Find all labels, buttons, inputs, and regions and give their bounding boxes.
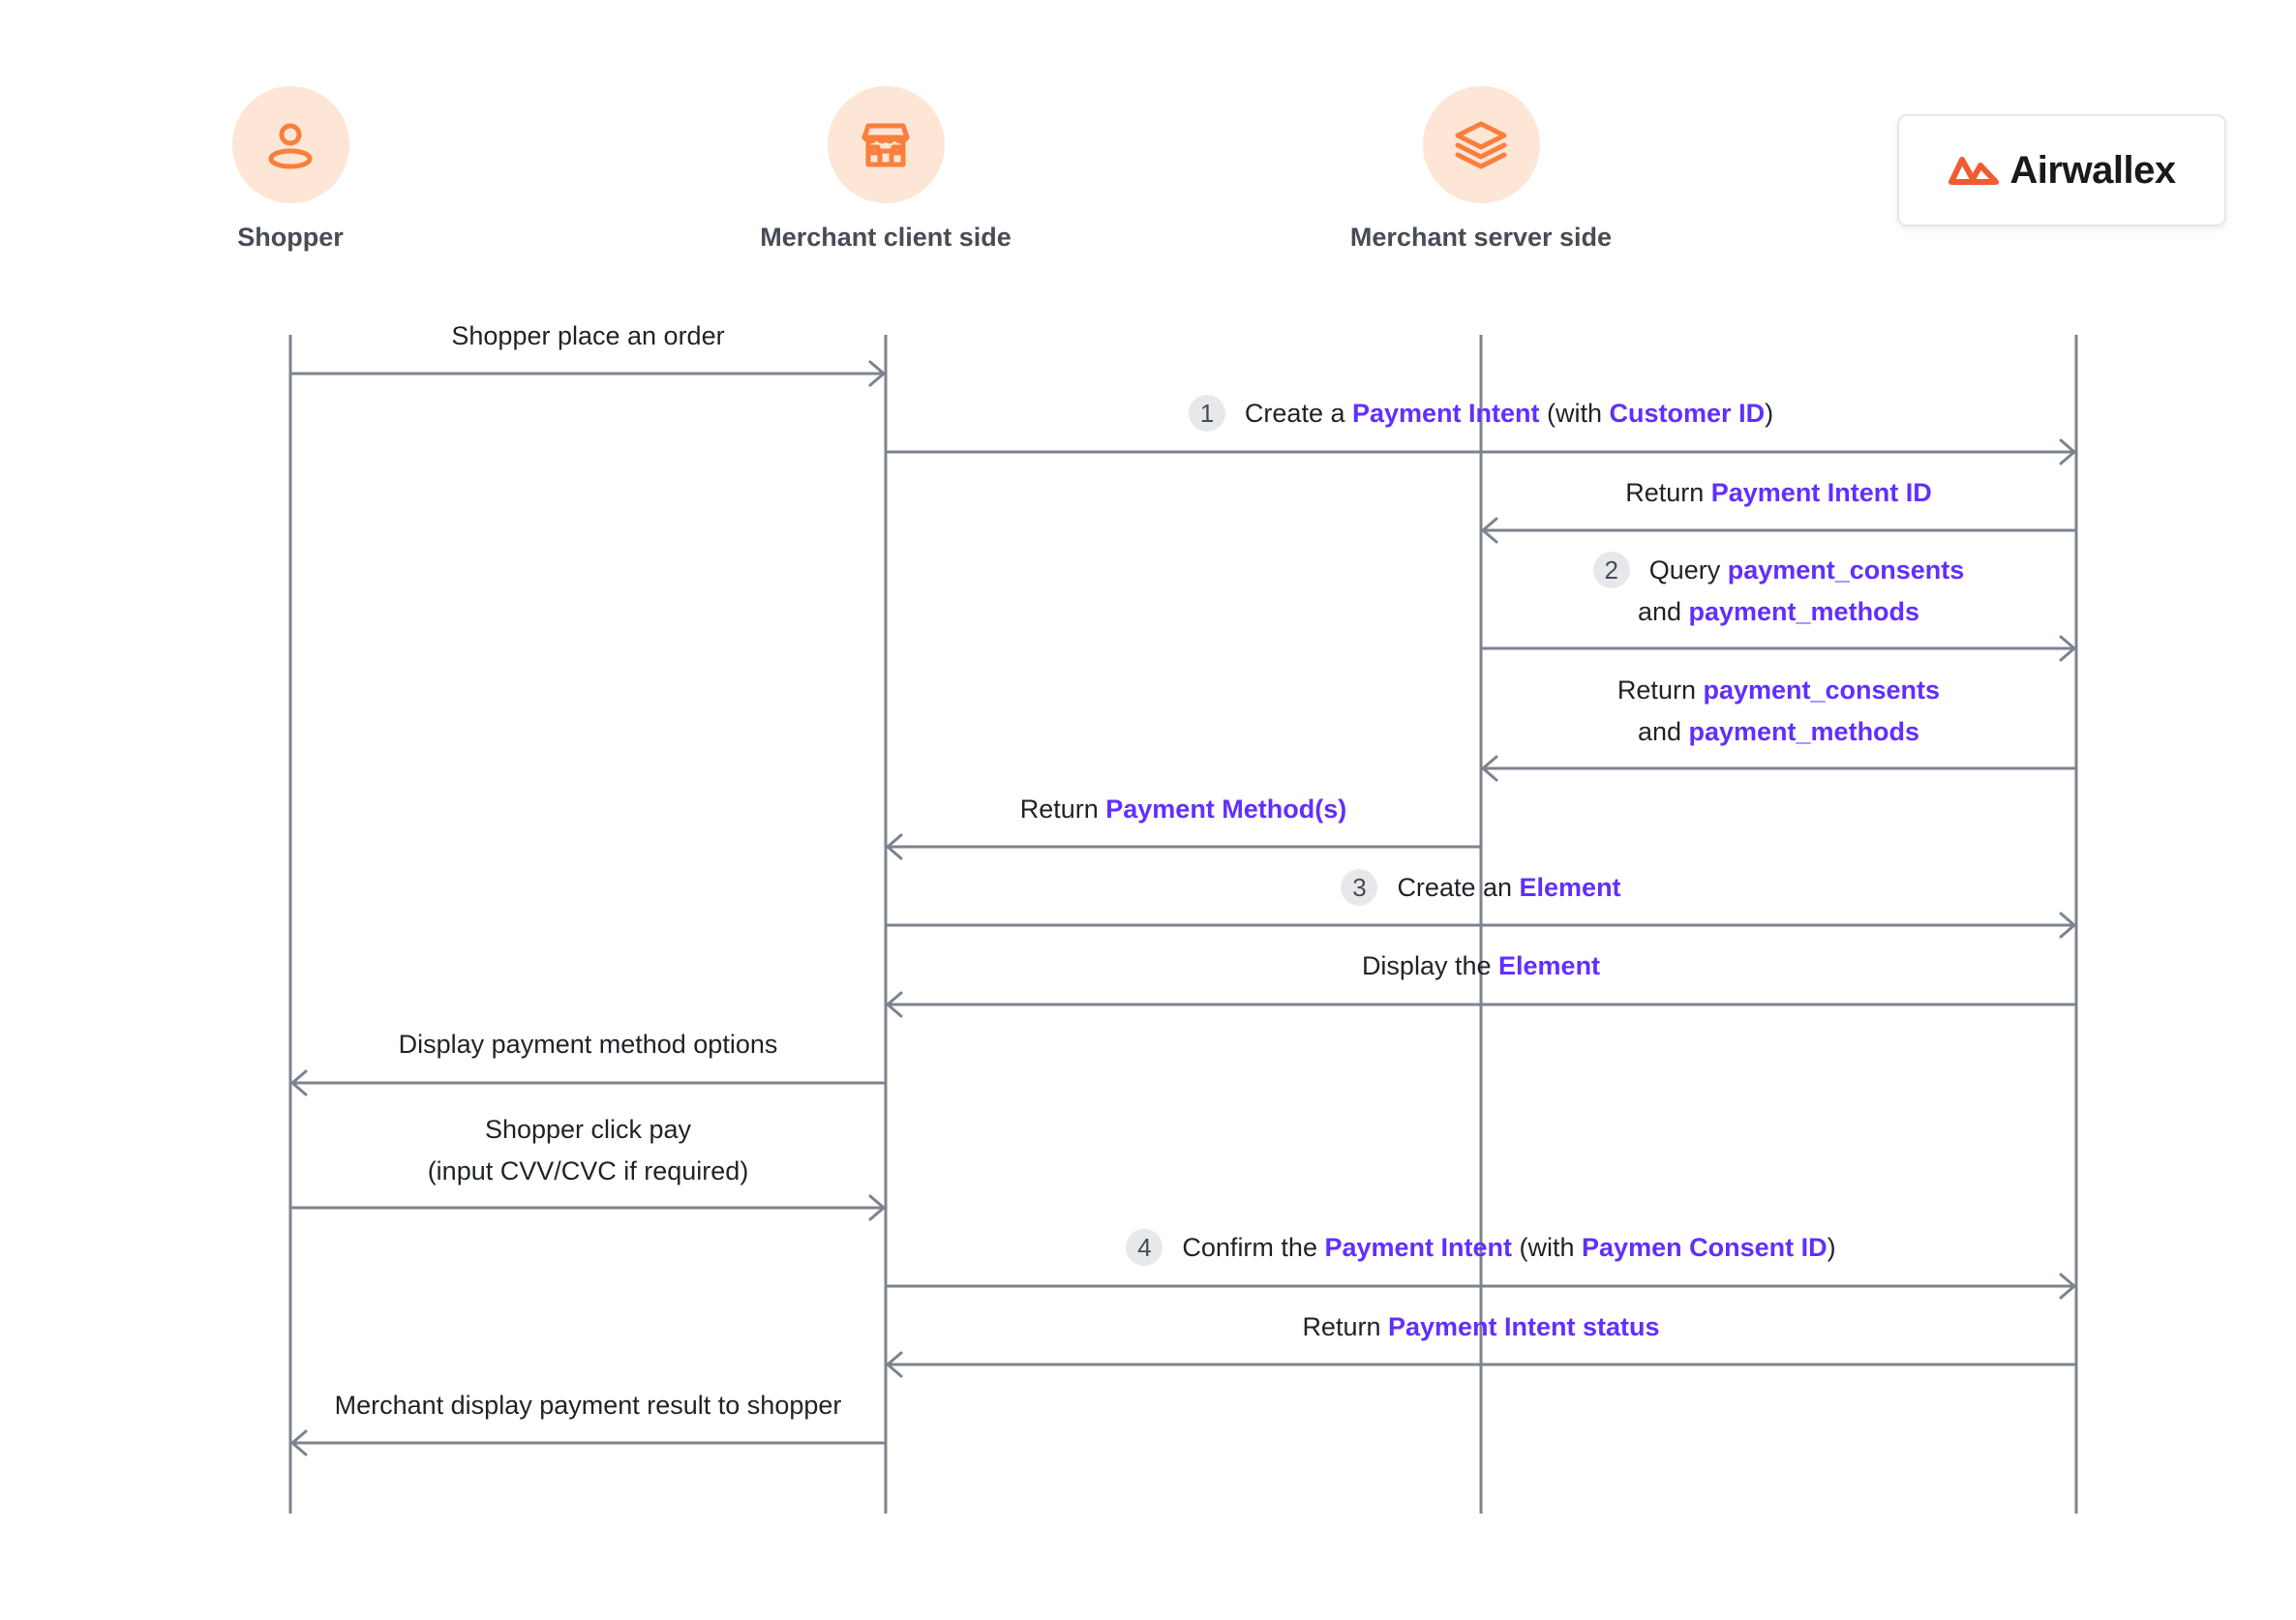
store-icon (861, 123, 910, 166)
highlighted-term: Element (1519, 873, 1621, 902)
message-text: Create a (1244, 399, 1352, 428)
message-line: Return Payment Intent status (886, 1306, 2076, 1348)
highlighted-term: Payment Intent (1351, 399, 1540, 428)
message-label: 1 Create a Payment Intent (with Customer … (886, 393, 2076, 435)
highlighted-term: Payment Intent ID (1710, 478, 1932, 507)
message-text: Shopper place an order (451, 321, 725, 350)
message-text: and (1637, 717, 1689, 746)
arrowhead-icon (2059, 1273, 2076, 1300)
actor-merchant-server: Merchant server side (1239, 86, 1723, 253)
arrowhead-icon (886, 991, 903, 1018)
message-line: Shopper click pay (290, 1109, 886, 1151)
highlighted-term: Payment Method(s) (1105, 795, 1347, 824)
step-number-badge: 3 (1341, 869, 1378, 906)
message-text: Return (1625, 478, 1711, 507)
message-label: 3 Create an Element (886, 867, 2076, 909)
arrowhead-icon (2059, 635, 2076, 662)
arrowhead-icon (886, 833, 903, 860)
arrowhead-icon (290, 1069, 308, 1096)
merchant-client-avatar (827, 86, 945, 203)
message-text: (with (1539, 399, 1610, 428)
message-text: Return (1302, 1312, 1388, 1341)
user-icon (268, 123, 313, 168)
message-label: Return Payment Intent status (886, 1306, 2076, 1348)
highlighted-term: payment_methods (1688, 717, 1920, 746)
actor-shopper: Shopper (48, 86, 532, 253)
arrowhead-icon (2059, 912, 2076, 939)
arrowhead-icon (868, 1194, 886, 1221)
actor-label-merchant-client: Merchant client side (760, 223, 1012, 252)
airwallex-wordmark: Airwallex (2009, 148, 2176, 192)
message-line: Merchant display payment result to shopp… (290, 1385, 886, 1426)
message-line: 1 Create a Payment Intent (with Customer … (886, 393, 2076, 435)
message-line: Return Payment Intent ID (1481, 472, 2076, 514)
step-number-badge: 1 (1188, 395, 1225, 432)
message-text: Return (1616, 675, 1704, 705)
actor-label-merchant-server: Merchant server side (1349, 223, 1613, 252)
highlighted-term: payment_methods (1688, 597, 1920, 626)
message-text: ) (1827, 1233, 1836, 1262)
message-line: Return payment_consents (1481, 670, 2076, 711)
message-line: Display payment method options (290, 1024, 886, 1065)
message-line: (input CVV/CVC if required) (290, 1151, 886, 1192)
message-label: Merchant display payment result to shopp… (290, 1385, 886, 1426)
message-text: Return (1019, 795, 1106, 824)
message-line: 3 Create an Element (886, 867, 2076, 909)
arrowhead-icon (290, 1429, 308, 1456)
arrowhead-icon (1481, 755, 1498, 782)
message-line: and payment_methods (1481, 711, 2076, 753)
message-line: and payment_methods (1481, 591, 2076, 633)
layers-icon (1455, 121, 1507, 168)
message-text: and (1637, 597, 1689, 626)
arrowhead-icon (1481, 517, 1498, 544)
message-text: Merchant display payment result to shopp… (334, 1391, 842, 1420)
highlighted-term: Paymen Consent ID (1582, 1233, 1828, 1262)
message-label: Shopper click pay (input CVV/CVC if requi… (290, 1109, 886, 1192)
message-label: Return Payment Intent ID (1481, 472, 2076, 514)
message-text: Shopper click pay (484, 1115, 692, 1144)
highlighted-term: payment_consents (1703, 675, 1941, 705)
message-label: 4 Confirm the Payment Intent (with Paymen… (886, 1227, 2076, 1269)
actor-label-shopper: Shopper (237, 223, 344, 252)
highlighted-term: Payment Intent (1324, 1233, 1513, 1262)
highlighted-term: Customer ID (1609, 399, 1766, 428)
message-label: Return Payment Method(s) (886, 789, 1481, 830)
message-text: (with (1512, 1233, 1583, 1262)
merchant-server-avatar (1422, 86, 1540, 203)
message-label: Display payment method options (290, 1024, 886, 1065)
message-text: Confirm the (1182, 1233, 1325, 1262)
message-text: Display payment method options (398, 1030, 778, 1059)
message-line: 4 Confirm the Payment Intent (with Paymen… (886, 1227, 2076, 1269)
message-label: Shopper place an order (290, 315, 886, 357)
highlighted-term: Element (1498, 951, 1601, 980)
airwallex-logo: Airwallex (1897, 114, 2226, 226)
message-line: 2 Query payment_consents (1481, 550, 2076, 591)
step-number-badge: 4 (1126, 1229, 1163, 1266)
message-label: Display the Element (886, 945, 2076, 987)
message-line: Display the Element (886, 945, 2076, 987)
highlighted-term: Payment Intent status (1387, 1312, 1660, 1341)
message-line: Return Payment Method(s) (886, 789, 1481, 830)
highlighted-term: payment_consents (1727, 555, 1965, 585)
arrowhead-icon (886, 1351, 903, 1378)
message-line: Shopper place an order (290, 315, 886, 357)
message-text: Display the (1361, 951, 1499, 980)
message-text: (input CVV/CVC if required) (427, 1156, 749, 1185)
arrowhead-icon (2059, 438, 2076, 465)
actor-merchant-client: Merchant client side (644, 86, 1128, 253)
message-text: Query (1648, 555, 1728, 585)
step-number-badge: 2 (1592, 552, 1630, 588)
message-text: Create an (1397, 873, 1520, 902)
message-text: ) (1765, 399, 1774, 428)
shopper-avatar (231, 86, 349, 203)
arrowhead-icon (868, 360, 886, 387)
airwallex-logo-icon (1949, 157, 2000, 185)
